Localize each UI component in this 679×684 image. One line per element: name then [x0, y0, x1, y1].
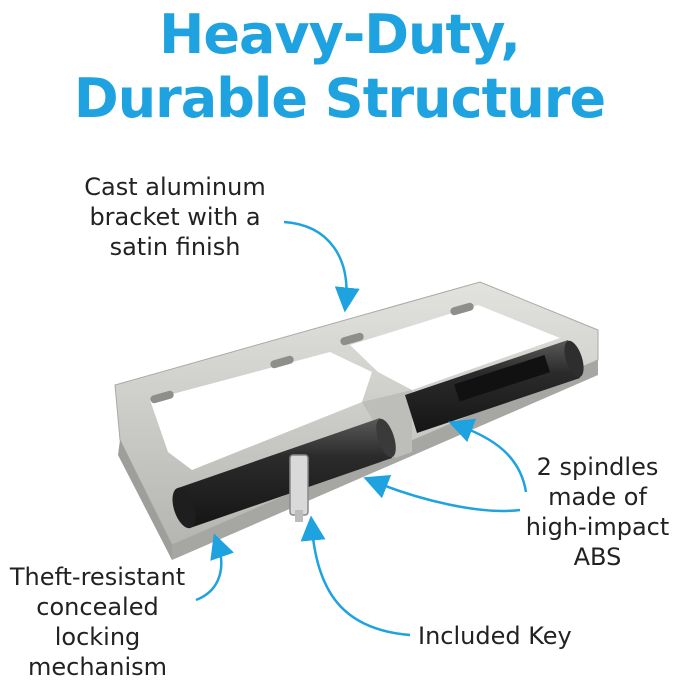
callout-spindles-line: high-impact — [525, 513, 670, 541]
callout-arrows — [195, 220, 528, 637]
callout-bracket: Cast aluminum bracket with a satin finis… — [70, 172, 280, 262]
callout-bracket-line: Cast aluminum — [84, 173, 266, 201]
callout-bracket-line: bracket with a — [89, 203, 261, 231]
key-icon — [289, 454, 309, 522]
arrow-spindles-front — [363, 475, 521, 513]
callout-spindles-line: made of — [548, 483, 647, 511]
back-spindle — [405, 340, 584, 433]
arrow-spindles-back — [448, 418, 528, 493]
callout-spindles: 2 spindles made of high-impact ABS — [515, 452, 679, 572]
headline-line-2: Durable Structure — [73, 67, 606, 130]
callout-theft-line: locking — [54, 623, 141, 651]
callout-spindles-line: 2 spindles — [536, 453, 659, 481]
headline-line-1: Heavy-Duty, — [159, 3, 521, 66]
arrow-key — [300, 515, 411, 637]
callout-key: Included Key — [418, 622, 572, 650]
callout-theft-line: Theft-resistant — [9, 563, 186, 591]
arrow-theft — [195, 533, 234, 602]
callout-theft-line: concealed — [36, 593, 159, 621]
callout-theft-line: mechanism — [27, 653, 168, 681]
arrow-bracket — [283, 220, 360, 313]
callout-theft: Theft-resistant concealed locking mechan… — [0, 562, 195, 682]
front-spindle — [172, 418, 396, 529]
callout-spindles-line: ABS — [573, 543, 622, 571]
callout-bracket-line: satin finish — [109, 233, 241, 261]
